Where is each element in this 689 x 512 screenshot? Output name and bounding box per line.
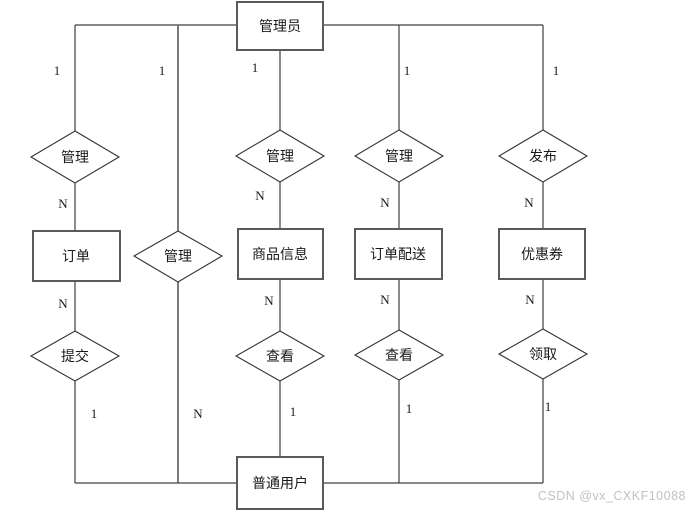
cardinality-col1-lower: N	[58, 296, 68, 311]
cardinality-col3-bottom: 1	[290, 404, 297, 419]
relationship-manage4-diamond	[353, 129, 445, 183]
entity-user-label: 普通用户	[252, 475, 308, 492]
relationship-claim-label: 领取	[529, 347, 557, 363]
relationship-submit-diamond	[29, 330, 121, 382]
entity-coupon-box	[498, 228, 586, 280]
watermark: CSDN @vx_CXKF10088	[538, 489, 686, 503]
cardinality-col4-top: 1	[404, 63, 411, 78]
cardinality-col3-lower: N	[264, 293, 274, 308]
entity-order-label: 订单	[62, 249, 90, 265]
relationship-publish-diamond	[497, 129, 589, 183]
cardinality-col3-top: 1	[252, 60, 259, 75]
cardinality-col2-bottom: N	[193, 406, 203, 421]
relationship-manage2-diamond	[132, 230, 224, 283]
entity-coupon-label: 优惠券	[521, 247, 563, 263]
entity-admin-label: 管理员	[259, 19, 301, 35]
relationship-publish-label: 发布	[529, 149, 557, 165]
cardinality-col3-upper: N	[255, 188, 265, 203]
cardinality-col4-upper: N	[380, 195, 390, 210]
relationship-view2-label: 查看	[385, 348, 413, 364]
relationship-nodes: 管理 管理 管理 管理 发布 提交 查看 查看 领取	[29, 129, 589, 382]
cardinality-col4-bottom: 1	[406, 401, 413, 416]
cardinality-col4-lower: N	[380, 292, 390, 307]
entity-admin-box	[236, 1, 324, 51]
cardinality-col5-upper: N	[524, 195, 534, 210]
relationship-view1-diamond	[234, 330, 326, 382]
entity-nodes: 管理员 订单 商品信息 订单配送 优惠券 普通用户	[32, 1, 586, 510]
cardinality-col5-top: 1	[553, 63, 560, 78]
cardinality-col5-lower: N	[525, 292, 535, 307]
entity-order-delivery-label: 订单配送	[370, 247, 426, 263]
relationship-submit-label: 提交	[61, 348, 89, 365]
cardinality-labels: 1 1 1 1 1 N N N N N N N N 1 N 1 1 1	[54, 60, 560, 421]
relationship-manage3-label: 管理	[266, 149, 294, 165]
entity-user-box	[236, 456, 324, 510]
relationship-manage2-label: 管理	[164, 249, 192, 265]
entity-product-info-label: 商品信息	[252, 246, 308, 263]
entity-order-box	[32, 230, 121, 282]
relationship-manage4-label: 管理	[385, 149, 413, 165]
relationship-view1-label: 查看	[266, 349, 294, 365]
entity-order-delivery-box	[354, 228, 443, 280]
cardinality-col5-bottom: 1	[545, 399, 552, 414]
cardinality-col1-bottom: 1	[91, 406, 98, 421]
relationship-claim-diamond	[497, 328, 589, 380]
entity-product-info-box	[237, 228, 324, 280]
cardinality-col1-top: 1	[54, 63, 61, 78]
relationship-view2-diamond	[353, 329, 445, 381]
cardinality-col1-upper: N	[58, 196, 68, 211]
connector-lines	[74, 24, 544, 484]
relationship-manage1-label: 管理	[61, 150, 89, 166]
relationship-manage3-diamond	[234, 129, 326, 183]
relationship-manage1-diamond	[29, 130, 121, 184]
cardinality-col2-top: 1	[159, 63, 166, 78]
